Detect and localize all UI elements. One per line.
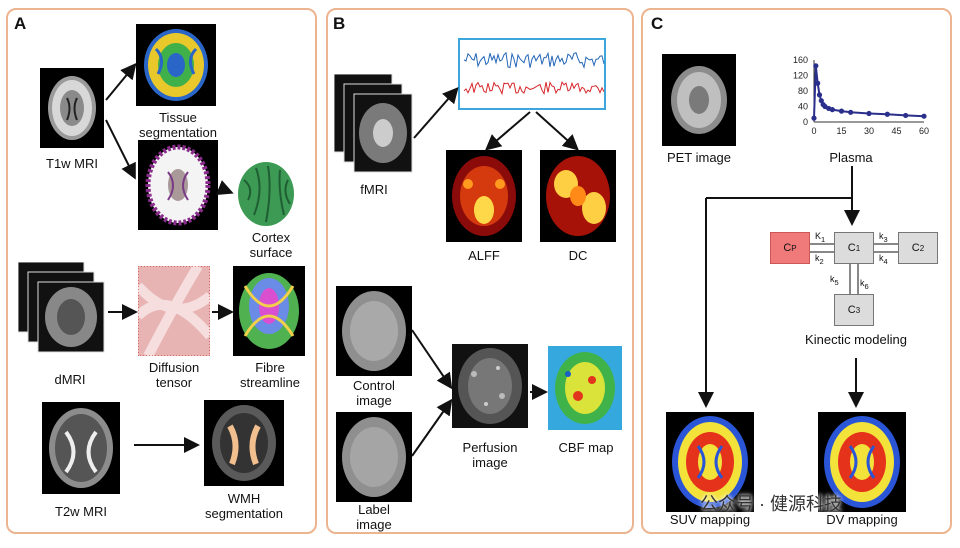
plasma-point: [866, 110, 872, 117]
label-control-line2: image: [356, 393, 392, 408]
plasma-y-tick-label: 40: [798, 102, 808, 112]
label-perfusion-line1: Perfusion: [462, 440, 518, 455]
label-dmri: dMRI: [54, 372, 86, 387]
label-fibre-line1: Fibre: [255, 360, 285, 375]
plasma-x-tick-label: 30: [864, 126, 874, 136]
label-fmri: fMRI: [360, 182, 388, 197]
wmh-segmentation-image: [204, 400, 284, 486]
panel-b-letter: B: [333, 14, 346, 33]
label-cortex-line1: Cortex: [251, 230, 291, 245]
plasma-y-tick-label: 120: [793, 71, 808, 81]
label-suv-mapping: SUV mapping: [669, 512, 751, 527]
label-fibre-line2: streamline: [240, 375, 300, 390]
label-kinetic-modeling: Kinectic modeling: [805, 332, 907, 347]
rate-k3: k3: [879, 231, 888, 244]
cortical-parcellation-image: [138, 140, 218, 230]
rate-k5: k5: [830, 274, 839, 287]
t1w-mri-image: [40, 68, 104, 148]
label-control-line1: Control: [353, 378, 395, 393]
plasma-point: [903, 112, 909, 119]
label-image: [336, 412, 412, 502]
diffusion-tensor-image: [138, 266, 210, 356]
suv-map-image: [666, 412, 754, 512]
t2w-mri-image: [42, 402, 120, 494]
plasma-point: [815, 80, 821, 86]
plasma-x-tick-label: 60: [919, 126, 929, 136]
tissue-segmentation-image: [136, 24, 216, 106]
plasma-point: [838, 108, 845, 114]
label-t2w-mri: T2w MRI: [55, 504, 107, 519]
label-dc: DC: [568, 248, 588, 263]
perfusion-image: [452, 344, 528, 428]
plasma-y-ticks: 160 120 80 40 0: [793, 55, 808, 127]
plasma-point: [848, 109, 854, 115]
label-t1w-mri: T1w MRI: [46, 156, 98, 171]
label-tissue-line1: Tissue: [159, 110, 197, 125]
label-wmh-line1: WMH: [227, 491, 261, 506]
rate-k2: k2: [815, 253, 824, 266]
label-diffusion-line2: tensor: [155, 375, 193, 390]
plasma-x-ticks: 0 15 30 45 60: [811, 126, 929, 136]
plasma-point: [829, 107, 835, 113]
rate-k6: k6: [860, 278, 869, 291]
plasma-point: [816, 92, 823, 98]
label-diffusion-line1: Diffusion: [148, 360, 200, 375]
label-pet-image: PET image: [666, 150, 732, 165]
label-wmh-line2: segmentation: [204, 506, 284, 521]
timeseries-plot: [458, 38, 606, 110]
label-cbf-map: CBF map: [558, 440, 614, 455]
plasma-y-tick-label: 160: [793, 55, 808, 65]
panel-a-letter: A: [14, 14, 27, 33]
plasma-point: [811, 115, 817, 121]
label-alff: ALFF: [468, 248, 500, 263]
plasma-point: [813, 63, 819, 69]
cbf-map-image: [548, 346, 622, 430]
label-dv-mapping: DV mapping: [826, 512, 898, 527]
rate-k1: K1: [815, 231, 826, 244]
label-label-line2: image: [356, 517, 392, 532]
panel-c-letter: C: [651, 14, 664, 33]
pet-image: [662, 54, 736, 146]
plasma-curve-chart: 160 120 80 40 0 0 15 30 45 60: [793, 55, 929, 136]
label-perfusion-line2: image: [472, 455, 508, 470]
plasma-x-tick-label: 15: [836, 126, 846, 136]
dmri-stack-image: [18, 262, 105, 353]
label-label-line1: Label: [358, 502, 390, 517]
plasma-x-tick-label: 45: [891, 126, 901, 136]
label-plasma: Plasma: [829, 150, 873, 165]
label-tissue-line2: segmentation: [138, 125, 218, 140]
dc-map-image: [540, 150, 616, 242]
watermark-text: 公众号 · 健源科技: [700, 494, 842, 514]
alff-map-image: [446, 150, 522, 242]
fibre-streamline-image: [233, 266, 305, 356]
plasma-point: [818, 98, 824, 104]
dv-map-image: [818, 412, 906, 512]
fmri-stack-image: [334, 74, 413, 173]
plasma-y-tick-label: 0: [803, 117, 808, 127]
cortex-surface-image: [238, 162, 294, 226]
plasma-point: [921, 113, 927, 119]
plasma-y-tick-label: 80: [798, 86, 808, 96]
control-image: [336, 286, 412, 376]
plasma-points: [811, 63, 927, 121]
plasma-x-tick-label: 0: [811, 126, 816, 136]
label-cortex-line2: surface: [249, 245, 293, 260]
rate-k4: k4: [879, 253, 888, 266]
plasma-point: [884, 111, 890, 117]
